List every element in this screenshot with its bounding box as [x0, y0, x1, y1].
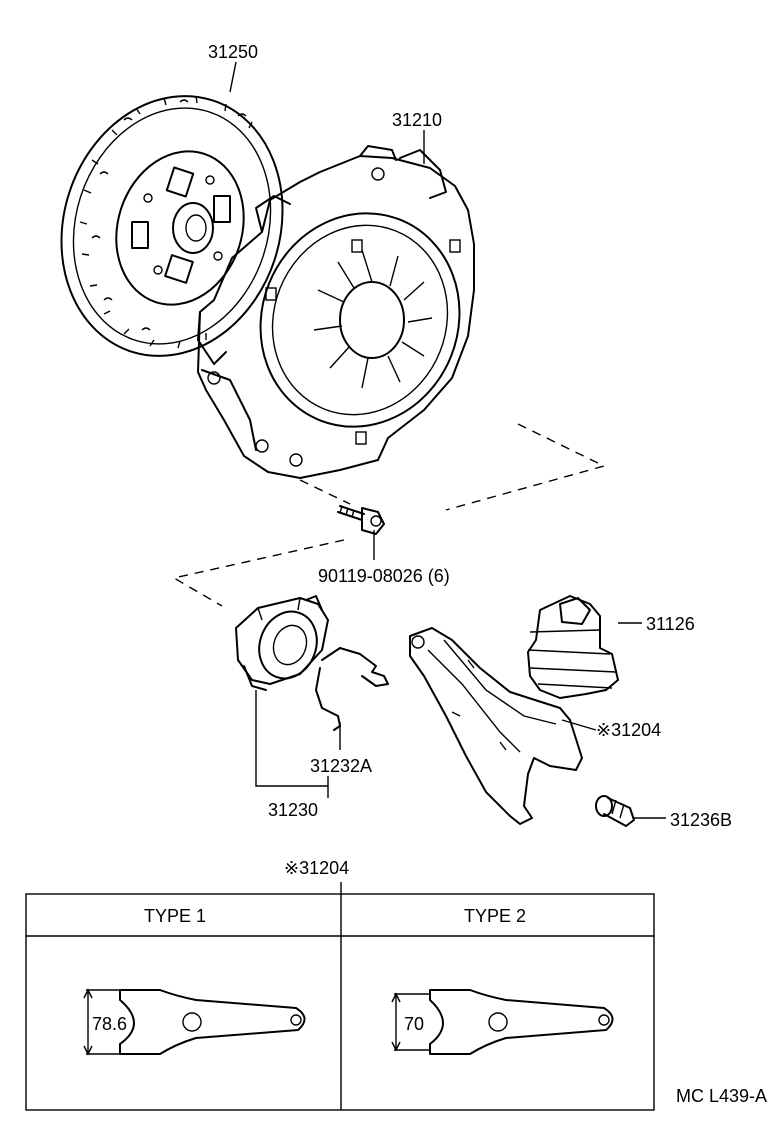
label-31250: 31250 — [208, 42, 258, 62]
ball-stud — [595, 795, 635, 827]
type-2-dimension: 70 — [404, 1014, 424, 1034]
label-31126: 31126 — [646, 614, 695, 634]
type-1-dimension: 78.6 — [92, 1014, 127, 1034]
label-31236B: 31236B — [670, 810, 732, 830]
assembly-guide-line — [445, 423, 606, 511]
release-bearing — [235, 595, 329, 691]
type-2-fork — [391, 989, 614, 1055]
bearing-guide-line — [172, 539, 345, 607]
drawing-code: MC L439-A — [676, 1086, 767, 1106]
type-2-header: TYPE 2 — [464, 906, 526, 926]
type-table-title: ※31204 — [284, 858, 349, 878]
label-31230: 31230 — [268, 800, 318, 820]
leader-31250 — [229, 61, 237, 93]
type-1-fork — [83, 988, 306, 1056]
clutch-disc — [60, 95, 284, 357]
leader-31230 — [255, 690, 329, 798]
leader-31232A — [327, 722, 341, 786]
leader-31204 — [561, 719, 597, 731]
bolt-guide-line — [299, 479, 351, 505]
label-31210: 31210 — [392, 110, 442, 130]
label-31204: ※31204 — [596, 720, 661, 740]
type-table — [25, 882, 655, 1111]
label-31232A: 31232A — [310, 756, 372, 776]
clip — [315, 647, 389, 731]
boot — [527, 595, 619, 699]
release-fork — [409, 627, 583, 825]
clutch-cover — [197, 145, 475, 479]
bolt — [337, 505, 385, 535]
label-bolt: 90119-08026 (6) — [318, 566, 450, 586]
type-1-header: TYPE 1 — [144, 906, 206, 926]
